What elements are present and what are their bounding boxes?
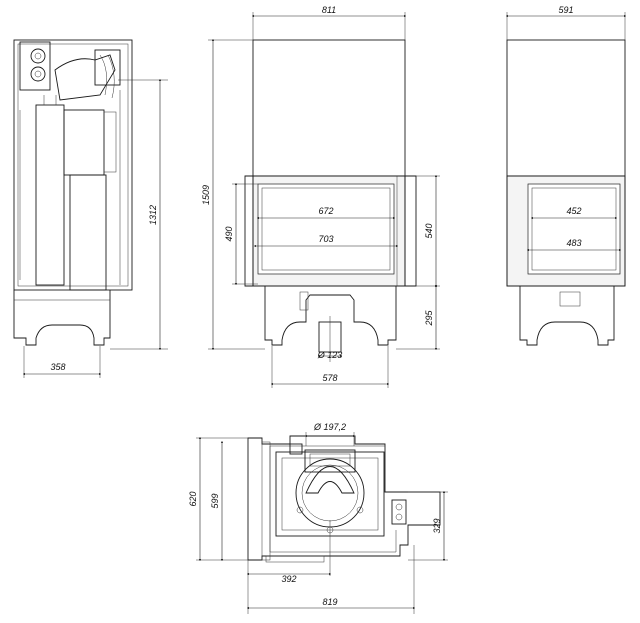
glass-outer-width-label: 703: [318, 234, 333, 244]
left-side-view: 1312 358: [13, 39, 168, 378]
top-offset-label: 329: [432, 518, 442, 533]
front-width-label: 811: [322, 5, 336, 15]
top-view: Ø 197,2 620 599 329 392 819: [188, 422, 448, 614]
flue-diameter-label: Ø 123: [317, 350, 343, 360]
top-center-distance-label: 392: [281, 574, 296, 584]
top-depth-total-label: 620: [188, 491, 198, 506]
top-flue-diameter-label: Ø 197,2: [313, 422, 346, 432]
top-width-total-label: 819: [322, 597, 337, 607]
base-height-label: 295: [424, 310, 434, 327]
glass-height-label: 490: [224, 226, 234, 241]
glass-inner-width-label: 672: [318, 206, 333, 216]
side-height-label: 1312: [148, 205, 158, 225]
side-glass-inner-label: 452: [566, 206, 581, 216]
right-side-view: 591 452 483: [505, 5, 627, 346]
side-glass-outer-label: 483: [566, 238, 581, 248]
top-depth-inner-label: 599: [210, 493, 220, 508]
front-height-label: 1509: [201, 185, 211, 205]
side-depth-label: 358: [50, 362, 65, 372]
door-height-label: 540: [424, 223, 434, 238]
base-width-label: 578: [322, 373, 337, 383]
side-width-label: 591: [558, 5, 573, 15]
front-view: 811 1509 490 672 703 540 295 Ø 123 578: [201, 5, 440, 388]
